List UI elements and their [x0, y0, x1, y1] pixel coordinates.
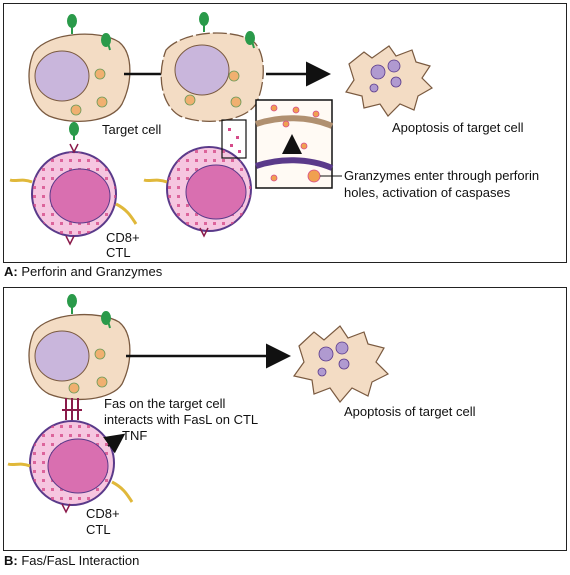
- receptor-icon: [67, 14, 111, 140]
- caption-b-letter: B:: [4, 553, 18, 568]
- ctl-label-b-line1: CD8+: [86, 506, 120, 521]
- apoptosis-label-b: Apoptosis of target cell: [344, 404, 476, 419]
- ctl-label-line1: CD8+: [106, 230, 140, 245]
- ctl-label-b-line2: CTL: [86, 522, 111, 537]
- apoptotic-cell-a: [345, 45, 433, 117]
- tnf-arrow: [103, 433, 126, 454]
- panel-a-diagram: Target cell CD8+ CTL: [9, 12, 539, 260]
- panel-a: Target cell CD8+ CTL: [3, 3, 567, 263]
- ctl-cell-b: [7, 420, 134, 514]
- fas-fasl-icon: [62, 398, 82, 420]
- zoom-region: [221, 119, 247, 159]
- granzyme-label-line1: Granzymes enter through perforin: [344, 168, 539, 183]
- zoom-inset: [255, 99, 334, 189]
- target-cell-2: [160, 12, 264, 122]
- target-cell-1: [28, 14, 131, 140]
- panel-b-diagram: TNF CD8+ CTL Fas on the target cell inte…: [7, 294, 476, 537]
- granzyme-label-line2: holes, activation of caspases: [344, 185, 511, 200]
- tnf-label: TNF: [122, 428, 147, 443]
- apoptosis-label-a: Apoptosis of target cell: [392, 120, 524, 135]
- apoptotic-cell-b: [292, 325, 390, 403]
- fas-label-line2: interacts with FasL on CTL: [104, 412, 258, 427]
- panel-b: TNF CD8+ CTL Fas on the target cell inte…: [3, 287, 567, 551]
- caption-b-text: Fas/FasL Interaction: [21, 553, 140, 568]
- fas-label-line1: Fas on the target cell: [104, 396, 226, 411]
- caption-b: B: Fas/FasL Interaction: [4, 553, 139, 568]
- ctl-label-line2: CTL: [106, 245, 131, 260]
- caption-a-text: Perforin and Granzymes: [21, 264, 163, 279]
- ctl-cell-1: [9, 143, 138, 246]
- ctl-cell-2: [143, 146, 252, 238]
- target-cell-b: [28, 294, 131, 401]
- caption-a: A: Perforin and Granzymes: [4, 264, 162, 279]
- target-cell-label: Target cell: [102, 122, 161, 137]
- caption-a-letter: A:: [4, 264, 18, 279]
